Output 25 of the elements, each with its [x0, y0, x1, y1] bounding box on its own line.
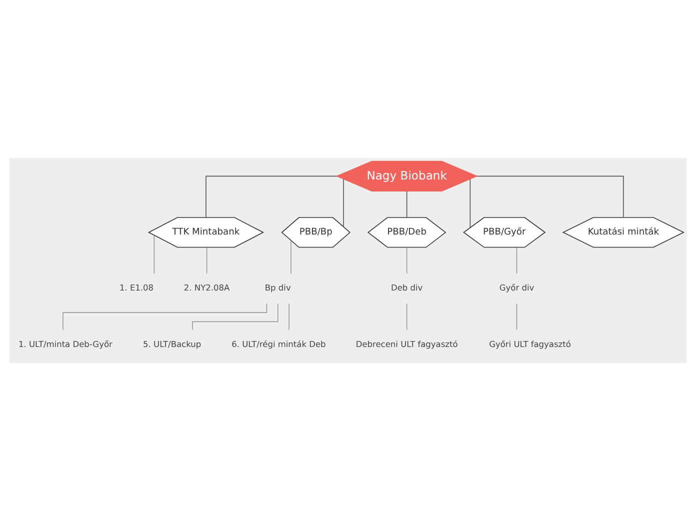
node-text: 5. ULT/Backup: [143, 338, 202, 348]
node-text: 1. E1.08: [119, 282, 154, 292]
node-text: 1. ULT/minta Deb-Győr: [18, 338, 112, 348]
connector: [476, 175, 624, 218]
connector: [406, 246, 408, 274]
connector: [343, 178, 344, 226]
connector: [406, 190, 408, 218]
connector: [192, 302, 278, 330]
node-text: Győr div: [499, 282, 534, 292]
connector: [470, 178, 471, 228]
node-text: 6. ULT/régi minták Deb: [232, 338, 326, 348]
connector: [206, 246, 208, 274]
node-text: Győri ULT fagyasztó: [489, 338, 571, 348]
connector: [206, 175, 338, 218]
connector: [154, 234, 155, 274]
connector: [290, 240, 292, 274]
connector: [516, 246, 518, 274]
node-text: Deb div: [390, 282, 423, 292]
connector: [516, 302, 518, 330]
connector: [406, 302, 408, 330]
node-text: Debreceni ULT fagyasztó: [356, 338, 458, 348]
connector: [62, 302, 268, 330]
connector: [288, 302, 290, 330]
node-text: Bp div: [264, 282, 291, 292]
node-text: 2. NY2.08A: [184, 282, 230, 292]
